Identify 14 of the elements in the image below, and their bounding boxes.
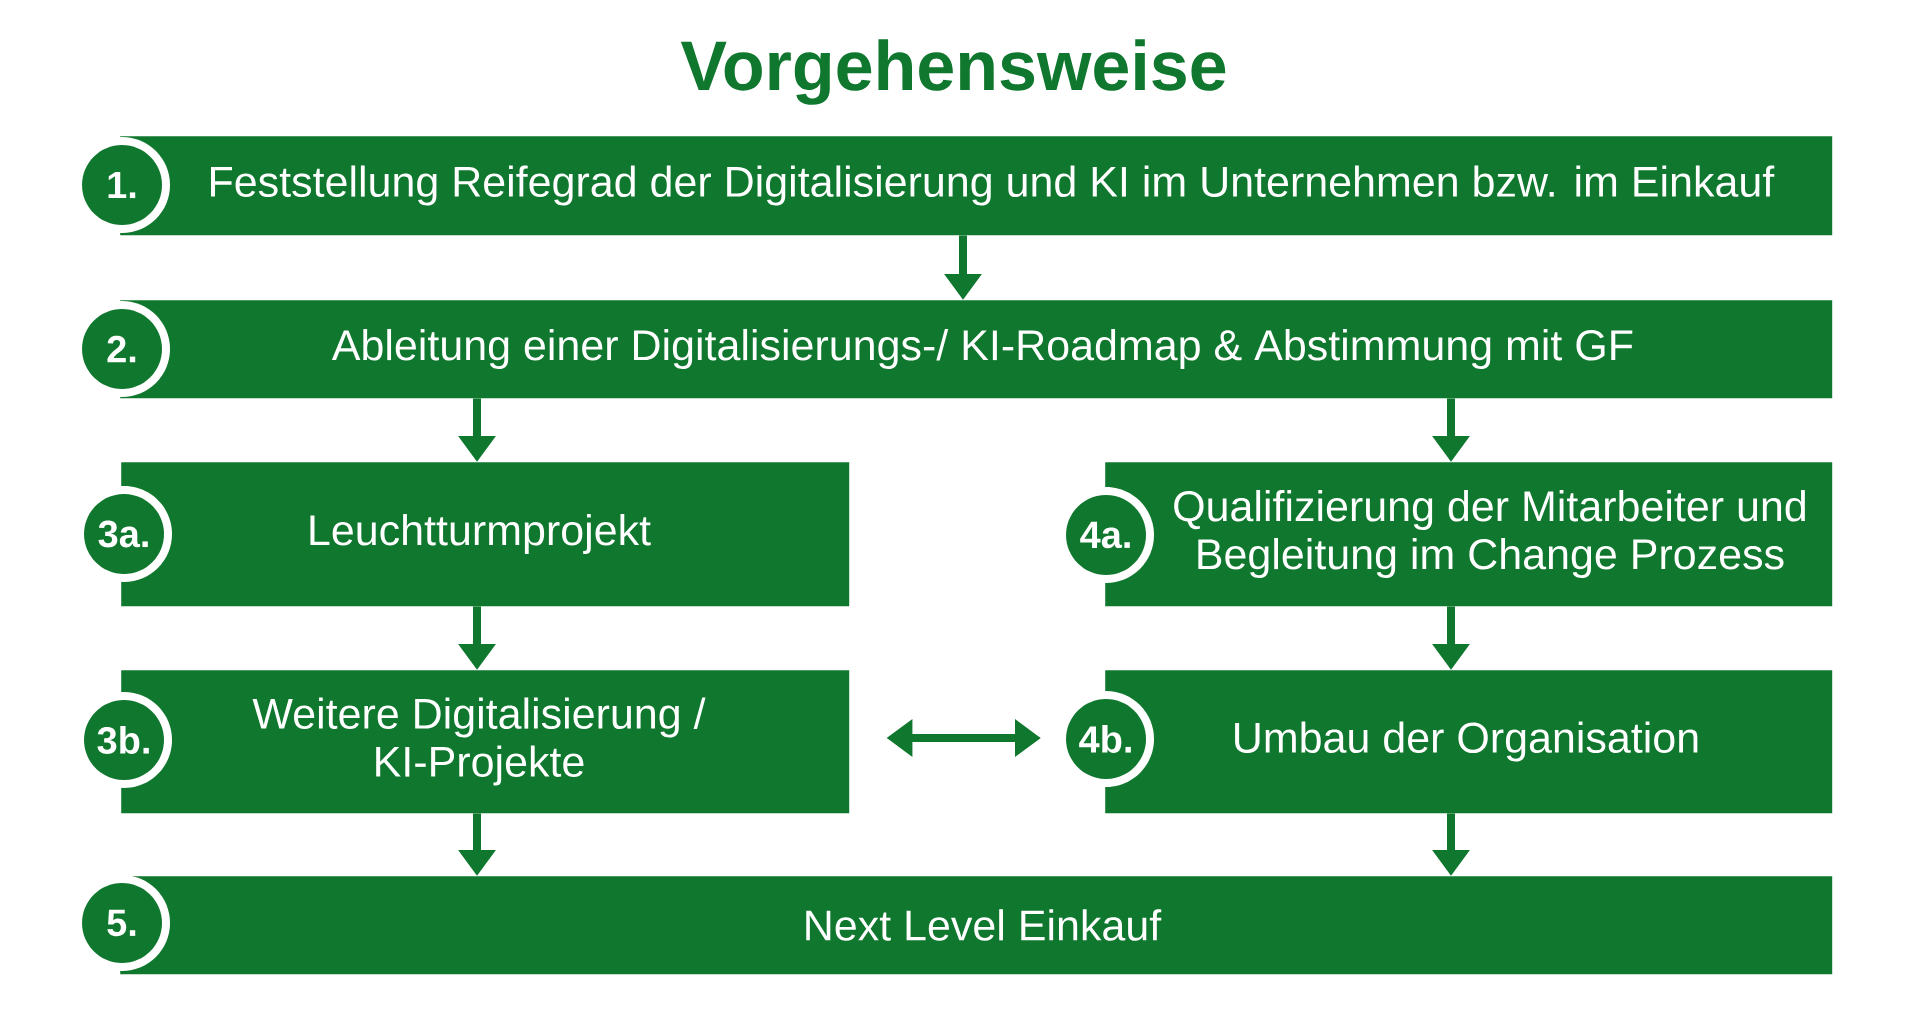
node-label: Feststellung Reifegrad der Digitalisierung und KI im Unternehmen bzw. im Einkauf bbox=[211, 165, 1775, 206]
number-badge: 4b. bbox=[1058, 691, 1154, 787]
node-label: Ableitung einer Digitalisierungs-/ KI-Roadmap & Abstimmung mit GF bbox=[331, 328, 1633, 370]
node-label: Next Level Einkauf bbox=[806, 909, 1162, 941]
number-badge: 4a. bbox=[1058, 487, 1154, 583]
number-badge: 3b. bbox=[76, 692, 172, 788]
number-badge: 5. bbox=[74, 875, 170, 971]
number-badge: 2. bbox=[74, 301, 170, 397]
node-label: Qualifizierung der Mitarbeiter und Begleitung im Change Prozess bbox=[1174, 489, 1805, 579]
node-label: Umbau der Organisation bbox=[1235, 721, 1698, 762]
number-badge: 1. bbox=[74, 137, 170, 233]
node-label: Leuchtturmprojekt bbox=[310, 513, 651, 555]
title: Vorgehensweise bbox=[680, 39, 1226, 105]
number-badge: 3a. bbox=[76, 486, 172, 582]
